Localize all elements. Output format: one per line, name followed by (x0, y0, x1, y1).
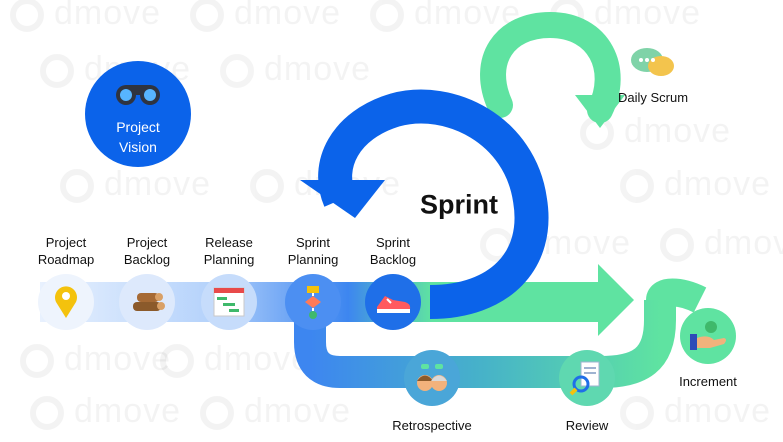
review-label: Review (565, 418, 609, 433)
sprint-arrowhead (300, 180, 385, 218)
review-node (559, 350, 615, 406)
retrospective-node (404, 350, 460, 406)
watermark: dmove (190, 0, 341, 33)
watermark: dmove (620, 165, 771, 204)
increment-node (680, 308, 736, 364)
stage-node-backlog (119, 274, 175, 330)
daily-scrum-arrowhead (575, 95, 625, 128)
watermark: dmove (620, 392, 771, 431)
watermark: dmove (160, 340, 311, 379)
stage-node-sprint-planning (285, 274, 341, 330)
sprint-title: Sprint (420, 189, 498, 220)
stage-label-release: Release Planning (203, 235, 255, 267)
sneaker-icon (377, 296, 411, 313)
watermark: dmove (30, 392, 181, 431)
speech-bubbles-icon (631, 48, 674, 76)
watermark: dmove (200, 392, 351, 431)
stage-node-roadmap (38, 274, 94, 330)
stage-label-roadmap: Project Roadmap (37, 235, 95, 267)
watermark: dmove (60, 165, 211, 204)
map-pin-icon (55, 286, 77, 318)
watermark: dmove (10, 0, 161, 33)
stage-node-sprint-backlog (365, 274, 421, 330)
daily-scrum-label: Daily Scrum (617, 90, 689, 105)
stage-node-release (201, 274, 257, 330)
watermark: dmove (660, 224, 783, 263)
logs-icon (133, 293, 165, 311)
flowchart-icon (305, 286, 321, 319)
watermark: dmove (220, 50, 371, 89)
stage-label-sprint-planning: Sprint Planning (287, 235, 339, 267)
stage-label-sprint-backlog: Sprint Backlog (369, 235, 417, 267)
sprint-loop (318, 89, 549, 319)
main-flow-arrowhead (598, 264, 634, 336)
increment-label: Increment (679, 374, 737, 389)
team-discussion-icon (417, 364, 447, 391)
gantt-chart-icon (213, 287, 245, 317)
watermark: dmove (20, 340, 171, 379)
magnifier-document-icon (569, 361, 600, 396)
watermark: dmove (370, 0, 521, 33)
project-vision-label: Project Vision (116, 119, 160, 155)
retrospective-label: Retrospective (392, 418, 472, 433)
binoculars-icon (116, 85, 160, 105)
project-vision-circle: Project Vision (85, 61, 191, 167)
hand-coin-icon (690, 321, 726, 350)
stage-label-backlog: Project Backlog (123, 235, 171, 267)
daily-scrum-loop (480, 11, 621, 123)
increment-link (646, 278, 707, 313)
